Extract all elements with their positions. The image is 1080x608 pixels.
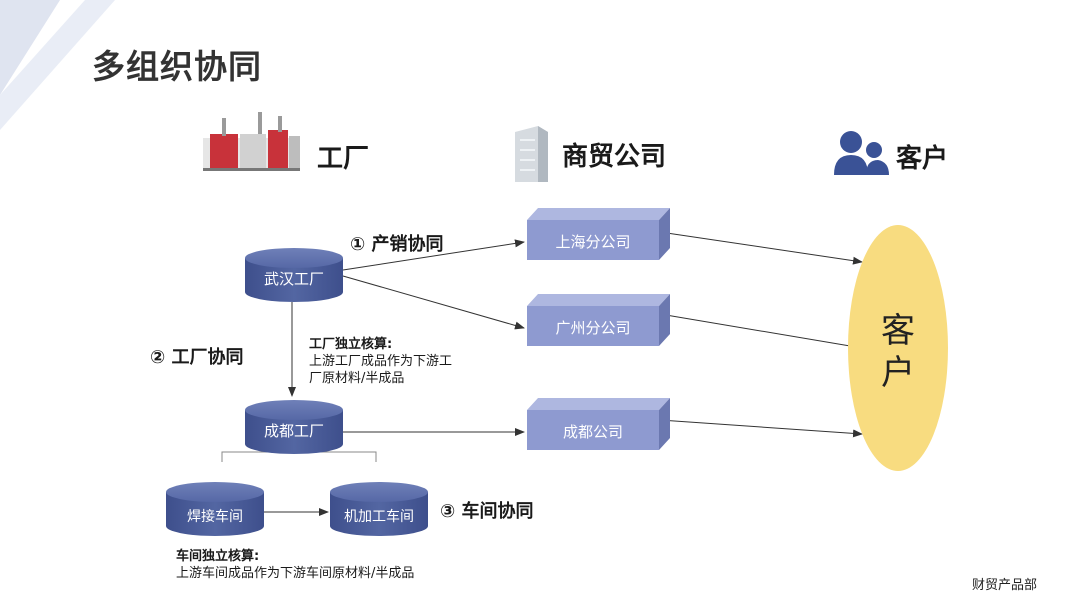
- factory-accounting-note: 工厂独立核算: 上游工厂成品作为下游工 厂原材料/半成品: [309, 336, 452, 387]
- machining-workshop-node: [330, 482, 428, 536]
- page-title: 多组织协同: [92, 47, 262, 86]
- guangzhou-branch-node: [527, 294, 670, 346]
- header-trading: 商贸公司: [562, 142, 667, 172]
- welding-workshop-node: [166, 482, 264, 536]
- welding-workshop-label: 焊接车间: [187, 509, 243, 525]
- footer-department: 财贸产品部: [972, 578, 1038, 593]
- building-icon: [515, 126, 548, 182]
- guangzhou-branch-label: 广州分公司: [555, 319, 631, 337]
- header-factory: 工厂: [317, 144, 370, 174]
- workshop-note-line1: 上游车间成品作为下游车间原材料/半成品: [176, 566, 415, 581]
- factory-note-title: 工厂独立核算:: [309, 337, 393, 352]
- factory-collab-label: ② 工厂协同: [150, 347, 244, 368]
- customer-icon: [834, 131, 889, 175]
- arrow-guangzhou-customer: [659, 313, 863, 351]
- shanghai-branch-node: [527, 208, 670, 260]
- chengdu-company-label: 成都公司: [562, 423, 623, 441]
- arrow-wuhan-guangzhou: [342, 275, 525, 330]
- chengdu-factory-label: 成都工厂: [263, 422, 324, 440]
- arrow-wuhan-shanghai: [342, 239, 525, 271]
- chengdu-company-node: [527, 398, 670, 450]
- chengdu-factory-node: [245, 400, 343, 454]
- workshop-note-title: 车间独立核算:: [176, 549, 260, 564]
- workshop-accounting-note: 车间独立核算: 上游车间成品作为下游车间原材料/半成品: [176, 548, 414, 582]
- machining-workshop-label: 机加工车间: [344, 509, 414, 525]
- factory-note-line1: 上游工厂成品作为下游工: [309, 354, 453, 369]
- factory-icon: [203, 112, 300, 171]
- arrow-chengduco-customer: [659, 419, 863, 438]
- customer-label: 客户: [881, 311, 915, 393]
- customer-node: [848, 225, 948, 471]
- factory-note-line2: 厂原材料/半成品: [309, 371, 405, 386]
- sales-collab-label: ① 产销协同: [350, 234, 444, 255]
- corner-stripe-decoration: [0, 0, 60, 95]
- corner-stripe-decoration-2: [0, 0, 115, 130]
- header-customer: 客户: [896, 144, 949, 174]
- shanghai-branch-label: 上海分公司: [555, 233, 631, 251]
- arrow-shanghai-customer: [659, 231, 863, 265]
- wuhan-factory-node: [245, 248, 343, 302]
- workshop-collab-label: ③ 车间协同: [440, 501, 534, 522]
- wuhan-factory-label: 武汉工厂: [263, 270, 324, 288]
